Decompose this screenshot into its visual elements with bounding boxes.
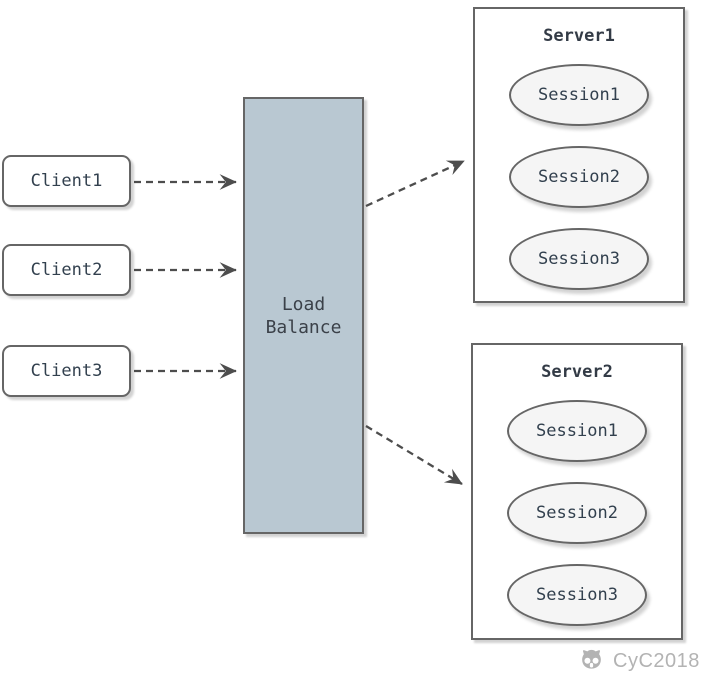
server1-title: Server1 (543, 26, 615, 46)
server1-session1-ellipse: Session1 (509, 64, 649, 126)
octocat-icon (582, 649, 601, 669)
arrow-loadbalancer-to-server2 (365, 425, 463, 485)
server2-session2-ellipse: Session2 (507, 482, 647, 544)
load-balancer-label-line2: Balance (265, 316, 342, 338)
server1-node: Server1 Session1 Session2 Session3 (473, 7, 685, 303)
server2-session1-label: Session1 (536, 421, 618, 441)
arrow-loadbalancer-to-server1 (365, 159, 465, 208)
load-balancer-node: Load Balance (243, 97, 364, 534)
client1-label: Client1 (30, 171, 103, 191)
client3-node: Client3 (2, 345, 131, 397)
server1-session1-label: Session1 (538, 85, 620, 105)
server2-session3-ellipse: Session3 (507, 564, 647, 626)
server1-session3-label: Session3 (538, 249, 620, 269)
watermark-text: CyC2018 (613, 650, 700, 672)
client3-label: Client3 (30, 361, 103, 381)
watermark: CyC2018 (576, 648, 700, 675)
server2-node: Server2 Session1 Session2 Session3 (471, 343, 683, 640)
server2-session1-ellipse: Session1 (507, 400, 647, 462)
client2-label: Client2 (30, 260, 103, 280)
server1-session3-ellipse: Session3 (509, 228, 649, 290)
client1-node: Client1 (2, 155, 131, 207)
server2-title: Server2 (541, 362, 613, 382)
client2-node: Client2 (2, 244, 131, 296)
server2-session3-label: Session3 (536, 585, 618, 605)
load-balancer-label-line1: Load (281, 293, 326, 315)
server1-session2-label: Session2 (538, 167, 620, 187)
server1-session2-ellipse: Session2 (509, 146, 649, 208)
server2-session2-label: Session2 (536, 503, 618, 523)
